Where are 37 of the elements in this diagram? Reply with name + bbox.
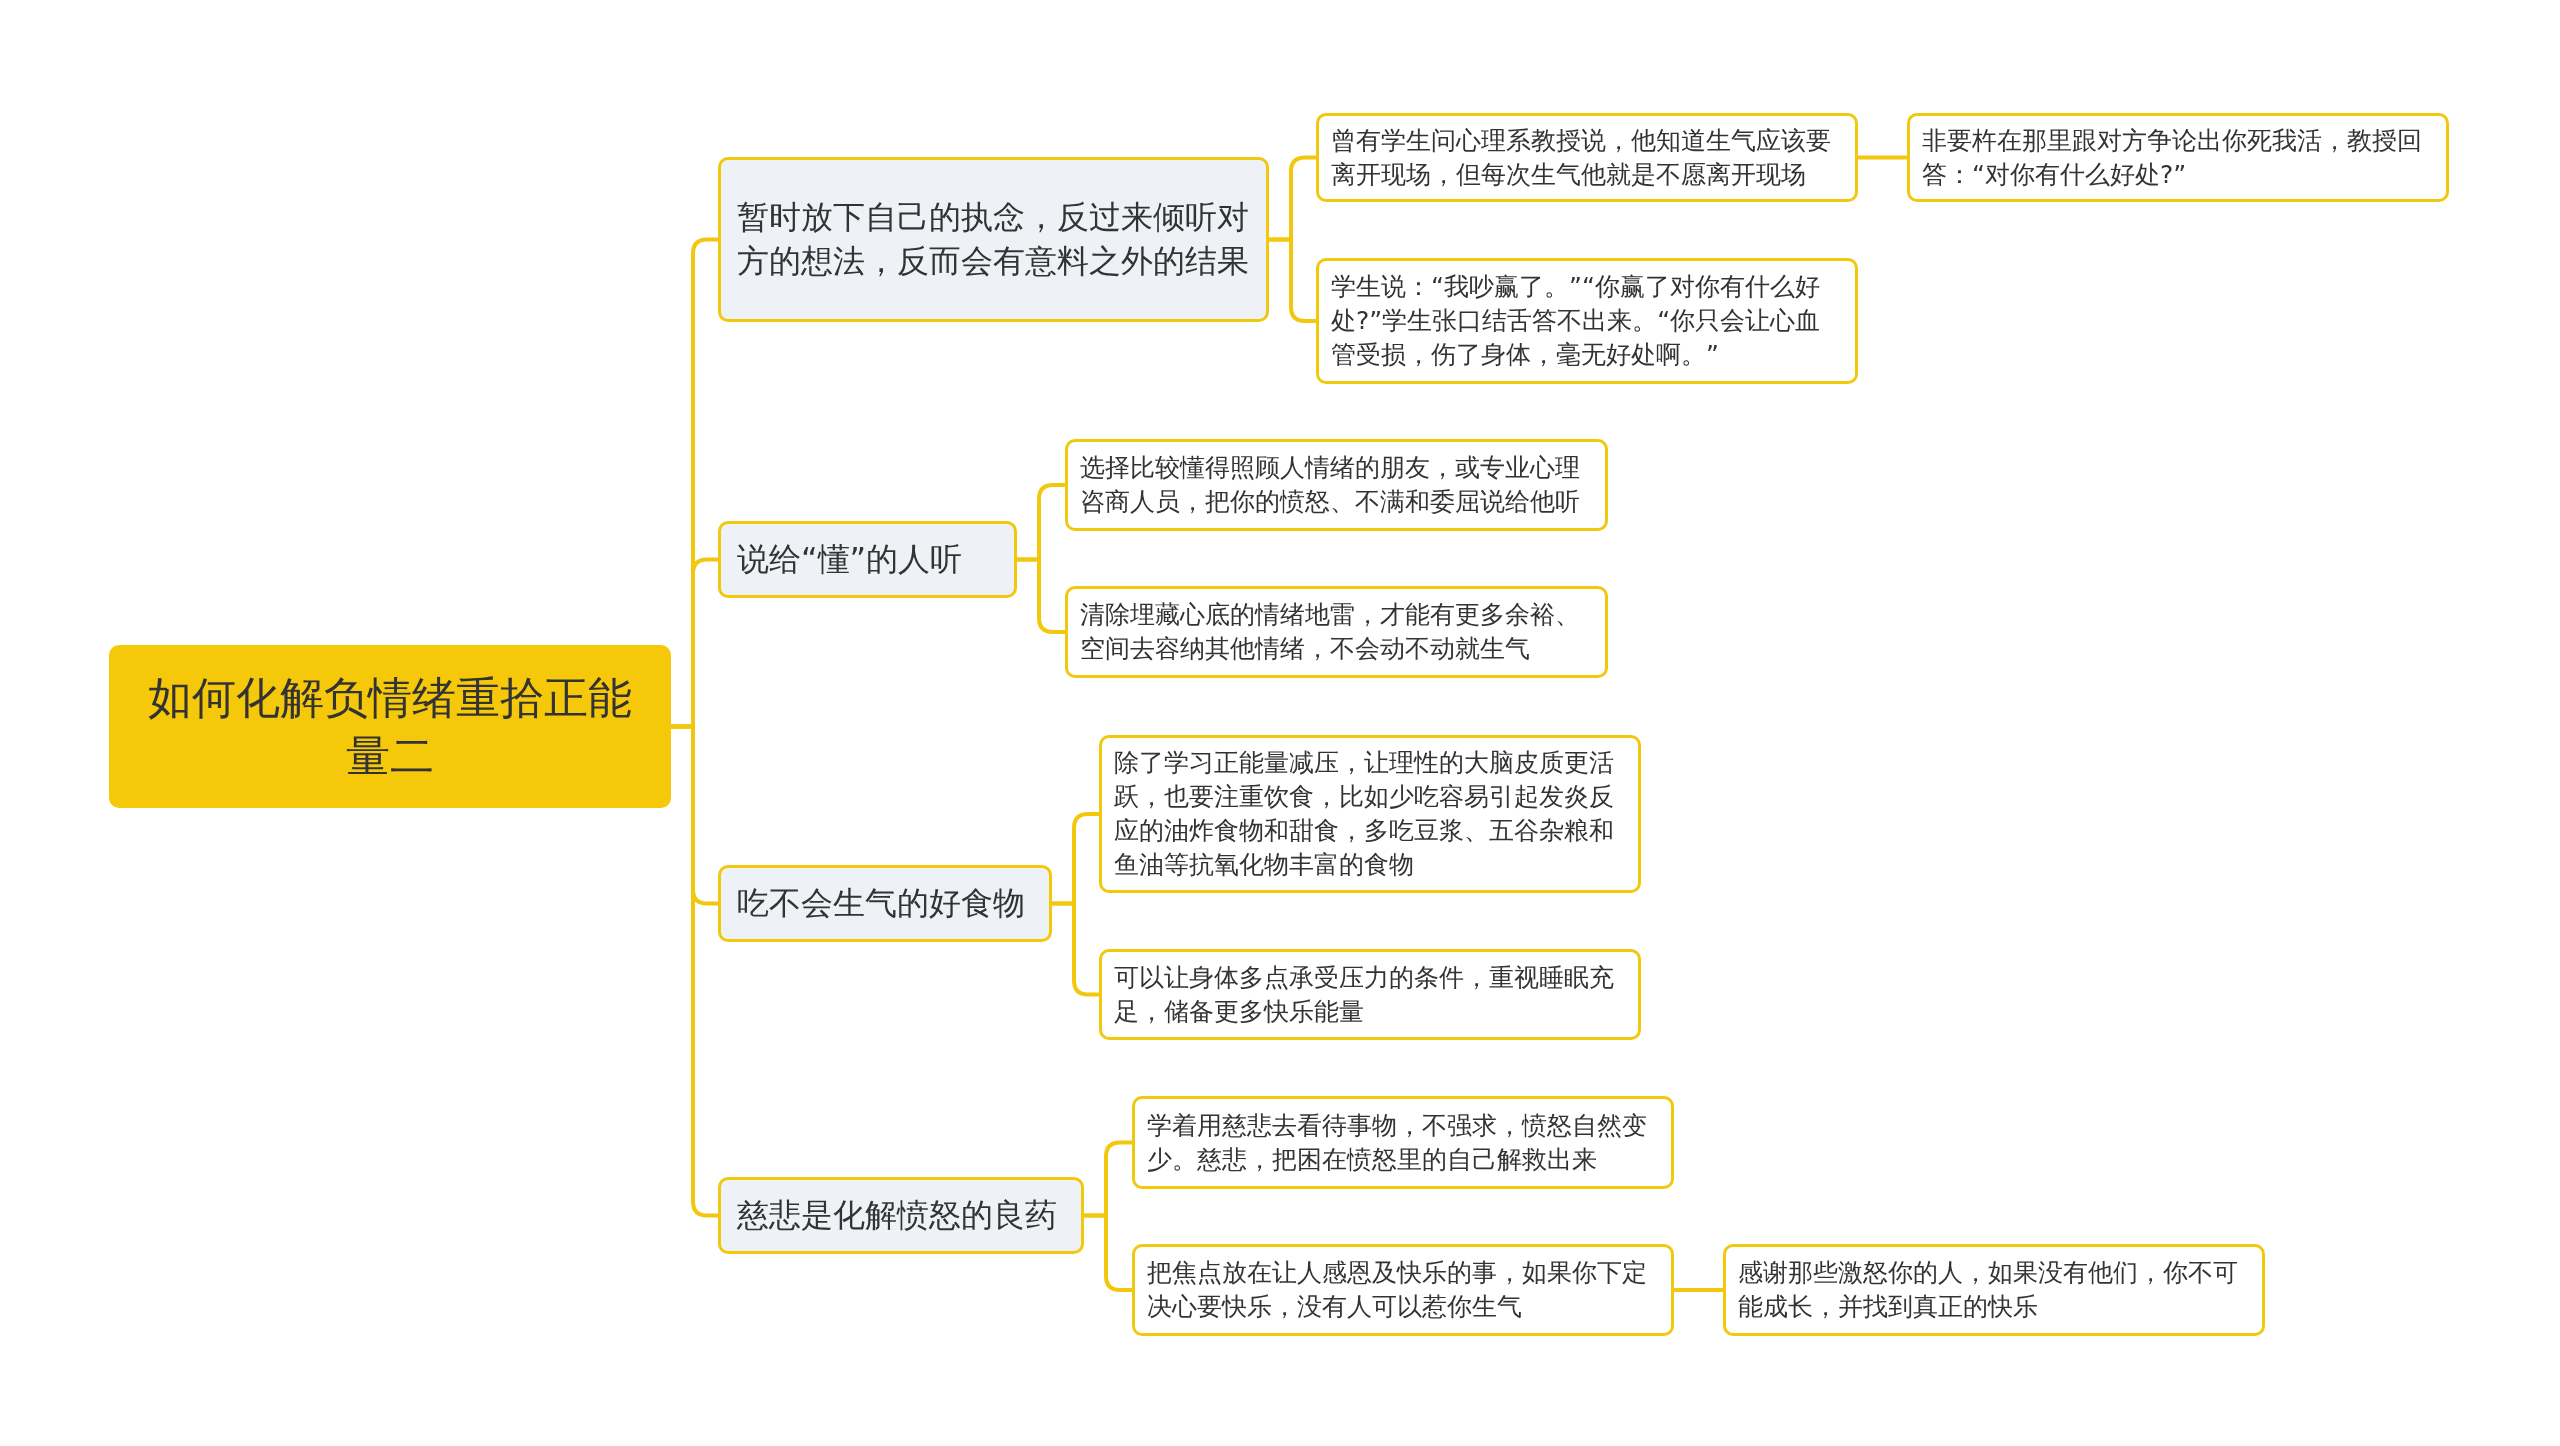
subtopic-text: 非要杵在那里跟对方争论出你死我活，教授回答：“对你有什么好处?” bbox=[1922, 124, 2423, 191]
connector-line bbox=[671, 724, 718, 1218]
root-topic-text: 如何化解负情绪重拾正能量二 bbox=[147, 671, 633, 783]
subtopic-text: 把焦点放在让人感恩及快乐的事，如果你下定决心要快乐，没有人可以惹你生气 bbox=[1147, 1257, 1648, 1323]
subtopic-text: 可以让身体多点承受压力的条件，重视睡眠充足，储备更多快乐能量 bbox=[1114, 961, 1615, 1028]
branch-topic-box bbox=[718, 1177, 1084, 1254]
connector-line bbox=[1084, 1213, 1132, 1292]
subtopic-text: 曾有学生问心理系教授说，他知道生气应该要离开现场，但每次生气他就是不愿离开现场 bbox=[1331, 124, 1832, 191]
subtopic-text: 感谢那些激怒你的人，如果没有他们，你不可能成长，并找到真正的快乐 bbox=[1738, 1257, 2239, 1323]
subtopic-box bbox=[1723, 1244, 2265, 1336]
branch-topic-text: 吃不会生气的好食物 bbox=[737, 882, 1025, 924]
connector-line bbox=[1858, 155, 1907, 160]
subtopic-text: 清除埋藏心底的情绪地雷，才能有更多余裕、空间去容纳其他情绪，不会动不动就生气 bbox=[1080, 599, 1581, 665]
connector-line bbox=[1017, 557, 1065, 634]
subtopic-box bbox=[1065, 586, 1608, 678]
subtopic-box bbox=[1099, 735, 1641, 893]
subtopic-box bbox=[1132, 1244, 1674, 1336]
subtopic-text: 除了学习正能量减压，让理性的大脑皮质更活跃，也要注重饮食，比如少吃容易引起发炎反应的油炸食物和甜食，多吃豆浆、五谷杂粮和鱼油等抗氧化物丰富的食物 bbox=[1114, 747, 1615, 881]
subtopic-text: 选择比较懂得照顾人情绪的朋友，或专业心理咨商人员，把你的愤怒、不满和委屈说给他听 bbox=[1080, 452, 1581, 518]
subtopic-box bbox=[1316, 113, 1858, 202]
connector-line bbox=[1052, 901, 1099, 997]
subtopic-text: 学生说：“我吵赢了。”“你赢了对你有什么好处?”学生张口结舌答不出来。“你只会让心血管受损，伤了身体，毫无好处啊。” bbox=[1331, 271, 1822, 371]
subtopic-box bbox=[1065, 439, 1608, 531]
branch-topic-box bbox=[718, 865, 1052, 942]
branch-topic-box bbox=[718, 521, 1017, 598]
branch-topic-text: 说给“懂”的人听 bbox=[737, 538, 963, 580]
branch-topic-text: 慈悲是化解愤怒的良药 bbox=[737, 1194, 1057, 1236]
connector-line bbox=[1269, 237, 1316, 323]
subtopic-box bbox=[1907, 113, 2449, 202]
branch-topic-box bbox=[718, 157, 1269, 322]
subtopic-box bbox=[1132, 1096, 1674, 1189]
connector-line bbox=[1674, 1288, 1723, 1292]
root-topic-box bbox=[109, 645, 671, 808]
subtopic-text: 学着用慈悲去看待事物，不强求，愤怒自然变少。慈悲，把困在愤怒里的自己解救出来 bbox=[1147, 1109, 1648, 1176]
subtopic-box bbox=[1099, 949, 1641, 1040]
subtopic-box bbox=[1316, 258, 1858, 384]
branch-topic-text: 暂时放下自己的执念，反过来倾听对方的想法，反而会有意料之外的结果 bbox=[737, 197, 1250, 282]
